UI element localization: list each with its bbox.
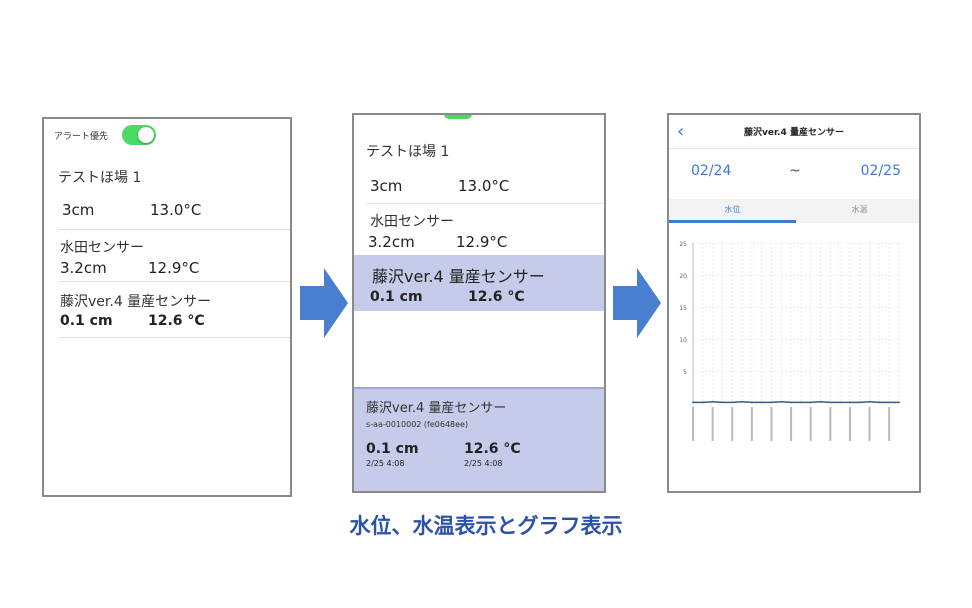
alert-priority-label: アラート優先: [54, 131, 109, 142]
water-level: 0.1 cm: [370, 289, 423, 305]
sensor-name: 水田センサー: [370, 214, 454, 230]
farm-name: テストほ場 1: [58, 170, 142, 186]
toggle-knob: [138, 127, 155, 143]
arrow-right-icon: [300, 268, 348, 338]
water-level: 0.1 cm: [60, 313, 113, 329]
sheet-temp-time: 2/25 4:08: [464, 459, 503, 468]
date-from[interactable]: 02/24: [691, 163, 732, 179]
tab-water-level[interactable]: 水位: [669, 199, 796, 223]
sensor-row-2[interactable]: 水田センサー 3.2cm 12.9°C: [44, 237, 290, 277]
sensor-row-3[interactable]: 藤沢ver.4 量産センサー 0.1 cm 12.6 °C: [44, 291, 290, 329]
data-point: [868, 400, 871, 403]
data-point: [770, 401, 773, 404]
data-point: [829, 401, 832, 404]
data-point: [731, 401, 734, 404]
data-point: [780, 400, 783, 403]
date-range: 02/24 ~ 02/25: [669, 151, 919, 197]
sheet-water-level: 0.1 cm: [366, 441, 419, 457]
x-tick-mark: [829, 407, 832, 441]
y-tick-label: 10: [679, 337, 687, 344]
data-point: [898, 401, 900, 404]
water-temp: 13.0°C: [150, 201, 202, 219]
sheet-water-temp: 12.6 °C: [464, 441, 521, 457]
y-tick-label: 20: [679, 273, 687, 280]
data-point: [878, 401, 881, 404]
sensor-row-1[interactable]: 3cm 13.0°C: [354, 177, 604, 195]
sensor-name: 藤沢ver.4 量産センサー: [372, 267, 545, 286]
data-point: [819, 400, 822, 403]
screen-list-view: アラート優先 テストほ場 1 3cm 13.0°C 水田センサー 3.2cm 1…: [42, 117, 292, 497]
water-level: 3cm: [370, 177, 403, 195]
x-tick-mark: [848, 407, 851, 441]
y-tick-label: 15: [679, 305, 687, 312]
arrow-right-icon: [613, 268, 661, 338]
water-temp: 13.0°C: [458, 177, 510, 195]
screen-sensor-selected: テストほ場 1 3cm 13.0°C 水田センサー 3.2cm 12.9°C 藤…: [352, 113, 606, 493]
data-point: [849, 401, 851, 404]
water-level: 3.2cm: [60, 259, 107, 277]
sheet-sensor-name: 藤沢ver.4 量産センサー: [366, 401, 507, 416]
farm-name: テストほ場 1: [366, 144, 450, 160]
x-tick-mark: [868, 407, 871, 441]
x-tick-mark: [731, 407, 734, 441]
x-tick-mark: [750, 407, 753, 441]
water-temp: 12.6 °C: [148, 313, 205, 329]
tab-bar: 水位 水温: [669, 199, 919, 223]
water-level-chart: 25 20 15 10 5: [679, 241, 900, 441]
sheet-sensor-id: s-aa-0010002 (fe0648ee): [366, 420, 469, 429]
toggle-partial: [444, 115, 472, 119]
water-temp: 12.6 °C: [468, 289, 525, 305]
x-tick-mark: [692, 407, 694, 441]
data-point: [721, 401, 724, 404]
data-point: [790, 401, 792, 404]
y-tick-label: 25: [679, 241, 687, 248]
x-tick-mark: [711, 407, 714, 441]
data-point: [692, 401, 694, 404]
sensor-row-2[interactable]: 水田センサー 3.2cm 12.9°C: [354, 211, 604, 251]
x-tick-mark: [888, 407, 891, 441]
data-point: [760, 401, 763, 404]
sensor-row-3-selected[interactable]: 藤沢ver.4 量産センサー 0.1 cm 12.6 °C: [354, 255, 604, 311]
date-to[interactable]: 02/25: [860, 163, 901, 179]
data-point: [888, 401, 891, 404]
data-point: [839, 401, 842, 404]
sensor-name: 水田センサー: [60, 240, 144, 256]
sensor-detail-sheet[interactable]: 藤沢ver.4 量産センサー s-aa-0010002 (fe0648ee) 0…: [354, 387, 604, 491]
divider: [58, 337, 290, 338]
water-level: 3cm: [62, 201, 95, 219]
sheet-level-time: 2/25 4:08: [366, 459, 405, 468]
water-temp: 12.9°C: [456, 233, 508, 251]
nav-bar: ‹ 藤沢ver.4 量産センサー: [669, 115, 919, 149]
data-point: [741, 400, 743, 403]
sensor-row-1[interactable]: 3cm 13.0°C: [44, 201, 290, 219]
data-point: [750, 401, 753, 404]
nav-title: 藤沢ver.4 量産センサー: [744, 128, 844, 138]
tab-water-temp[interactable]: 水温: [851, 205, 868, 214]
alert-priority-row: アラート優先: [54, 125, 157, 145]
data-point: [809, 401, 812, 404]
series-line: [693, 400, 899, 404]
chevron-left-icon[interactable]: ‹: [677, 121, 685, 142]
water-temp: 12.9°C: [148, 259, 200, 277]
data-point: [858, 401, 861, 404]
data-point: [701, 401, 704, 404]
data-point: [800, 401, 802, 404]
data-point: [711, 400, 714, 403]
sensor-name: 藤沢ver.4 量産センサー: [60, 294, 212, 310]
divider: [58, 229, 290, 230]
x-tick-mark: [770, 407, 773, 441]
y-tick-label: 5: [683, 369, 687, 376]
alert-priority-toggle[interactable]: [122, 125, 157, 145]
caption: 水位、水温表示とグラフ表示: [349, 514, 623, 538]
date-separator: ~: [789, 163, 801, 179]
water-level: 3.2cm: [368, 233, 415, 251]
x-tick-mark: [790, 407, 793, 441]
divider: [366, 203, 604, 204]
x-tick-mark: [809, 407, 812, 441]
divider: [58, 281, 290, 282]
